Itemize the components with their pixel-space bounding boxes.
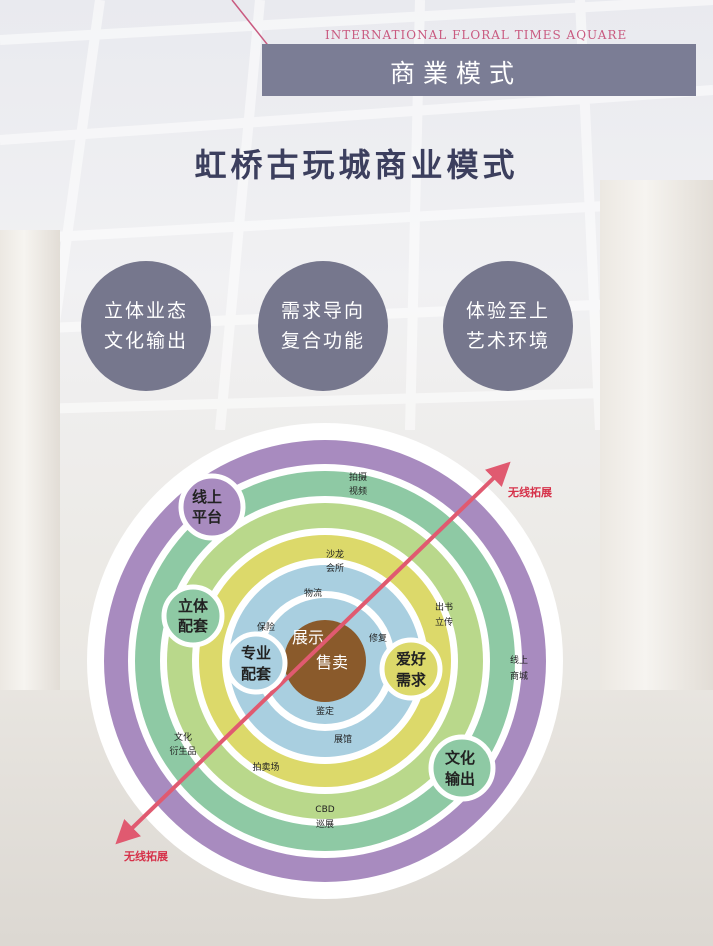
pillar-circle-1: 立体业态 文化输出 bbox=[81, 261, 211, 391]
header-title: 商業模式 bbox=[390, 59, 523, 88]
node-online-platform: 线上 平台 bbox=[178, 473, 246, 541]
node-professional-support-line2: 配套 bbox=[241, 665, 272, 683]
label-restoration: 修复 bbox=[369, 632, 387, 644]
label-biography: 立传 bbox=[435, 616, 453, 628]
label-exhibition-hall: 展馆 bbox=[334, 733, 352, 745]
pillar-circle-2-line2: 复合功能 bbox=[280, 330, 365, 352]
node-3d-support: 立体 配套 bbox=[161, 584, 225, 648]
pillar-circle-2-line1: 需求导向 bbox=[280, 300, 365, 322]
pillar-column-right bbox=[600, 180, 713, 740]
pillar-circle-1-line1: 立体业态 bbox=[103, 300, 188, 322]
arrow-label-bottom: 无线拓展 bbox=[123, 849, 169, 863]
label-mall: 商城 bbox=[510, 670, 528, 682]
arrow-label-top: 无线拓展 bbox=[507, 485, 553, 499]
node-cultural-export-line2: 输出 bbox=[445, 770, 475, 788]
label-cbd: CBD bbox=[315, 805, 334, 815]
node-hobby-demand-line1: 爱好 bbox=[396, 650, 426, 668]
header-tagline: INTERNATIONAL FLORAL TIMES AQUARE bbox=[325, 28, 628, 42]
label-logistics: 物流 bbox=[304, 587, 322, 599]
node-3d-support-line1: 立体 bbox=[178, 597, 209, 615]
node-cultural-export: 文化 输出 bbox=[428, 734, 496, 802]
node-online-platform-line1: 线上 bbox=[192, 488, 222, 506]
expansion-arrow bbox=[115, 461, 511, 845]
label-online: 线上 bbox=[510, 654, 528, 666]
label-club: 会所 bbox=[326, 562, 344, 574]
pillar-circle-3-line1: 体验至上 bbox=[465, 300, 550, 322]
node-professional-support: 专业 配套 bbox=[224, 631, 288, 695]
label-shooting: 拍摄 bbox=[349, 471, 367, 483]
page-title: 虹桥古玩城商业模式 bbox=[194, 146, 519, 184]
label-appraisal: 鉴定 bbox=[316, 705, 334, 717]
core-label-2: 售卖 bbox=[316, 653, 348, 672]
label-video: 视频 bbox=[349, 485, 367, 497]
pillar-column-left bbox=[0, 230, 60, 710]
node-hobby-demand-line2: 需求 bbox=[396, 671, 427, 689]
pillar-circle-2: 需求导向 复合功能 bbox=[258, 261, 388, 391]
pillar-circle-1-line2: 文化输出 bbox=[103, 330, 188, 352]
header-band bbox=[262, 44, 696, 96]
label-culture: 文化 bbox=[174, 731, 192, 743]
label-salon: 沙龙 bbox=[326, 548, 344, 560]
node-3d-support-line2: 配套 bbox=[178, 617, 209, 635]
label-tour: 巡展 bbox=[316, 819, 334, 830]
label-publish: 出书 bbox=[435, 601, 453, 613]
node-hobby-demand: 爱好 需求 bbox=[379, 637, 443, 701]
node-professional-support-line1: 专业 bbox=[241, 644, 271, 662]
node-online-platform-line2: 平台 bbox=[192, 508, 222, 526]
pillar-circle-3-line2: 艺术环境 bbox=[465, 330, 550, 352]
label-derivatives: 衍生品 bbox=[169, 745, 196, 757]
pillar-circle-3: 体验至上 艺术环境 bbox=[443, 261, 573, 391]
node-cultural-export-line1: 文化 bbox=[445, 749, 475, 767]
label-auction-venue: 拍卖场 bbox=[252, 761, 279, 773]
label-insurance: 保险 bbox=[257, 621, 275, 633]
core-label-1: 展示 bbox=[292, 628, 324, 647]
